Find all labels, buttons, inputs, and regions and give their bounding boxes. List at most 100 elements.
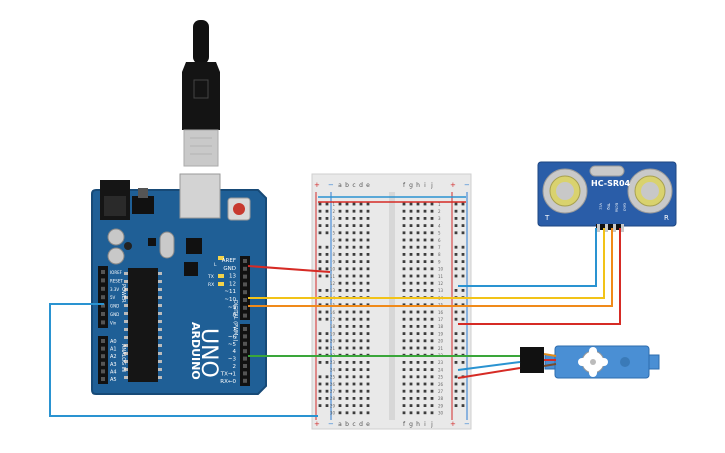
rail-hole[interactable]: [325, 389, 329, 393]
breadboard-hole[interactable]: [416, 253, 420, 256]
breadboard-hole[interactable]: [359, 317, 363, 321]
breadboard-hole[interactable]: [409, 404, 413, 407]
breadboard-hole[interactable]: [345, 411, 349, 415]
breadboard-hole[interactable]: [338, 368, 342, 371]
rail-hole[interactable]: [325, 303, 329, 307]
breadboard-hole[interactable]: [430, 209, 434, 213]
wire-5v-blue[interactable]: [49, 303, 318, 417]
rail-hole[interactable]: [461, 267, 465, 271]
breadboard-hole[interactable]: [430, 346, 434, 350]
breadboard-hole[interactable]: [423, 289, 427, 292]
breadboard-hole[interactable]: [352, 245, 356, 249]
rail-hole[interactable]: [461, 404, 465, 407]
breadboard-hole[interactable]: [409, 310, 413, 314]
breadboard-hole[interactable]: [338, 332, 342, 335]
breadboard-hole[interactable]: [338, 224, 342, 227]
breadboard-hole[interactable]: [430, 260, 434, 263]
breadboard-hole[interactable]: [423, 303, 427, 307]
breadboard-hole[interactable]: [423, 238, 427, 242]
breadboard-hole[interactable]: [430, 389, 434, 393]
rail-hole[interactable]: [325, 289, 329, 292]
breadboard-hole[interactable]: [366, 397, 370, 400]
breadboard-hole[interactable]: [402, 317, 406, 321]
breadboard-hole[interactable]: [416, 303, 420, 307]
breadboard-hole[interactable]: [423, 397, 427, 400]
breadboard-hole[interactable]: [366, 317, 370, 321]
rail-hole[interactable]: [461, 202, 465, 206]
breadboard-hole[interactable]: [345, 202, 349, 206]
breadboard-hole[interactable]: [430, 361, 434, 364]
breadboard-hole[interactable]: [416, 289, 420, 292]
breadboard-hole[interactable]: [345, 303, 349, 307]
rail-hole[interactable]: [461, 245, 465, 249]
rail-hole[interactable]: [461, 397, 465, 400]
breadboard-hole[interactable]: [416, 209, 420, 213]
breadboard-hole[interactable]: [430, 231, 434, 235]
breadboard-hole[interactable]: [366, 202, 370, 206]
breadboard-hole[interactable]: [402, 245, 406, 249]
breadboard-hole[interactable]: [366, 231, 370, 235]
breadboard-hole[interactable]: [416, 411, 420, 415]
rail-hole[interactable]: [318, 303, 322, 307]
breadboard-hole[interactable]: [352, 289, 356, 292]
breadboard-hole[interactable]: [430, 281, 434, 285]
breadboard-hole[interactable]: [402, 368, 406, 371]
breadboard-hole[interactable]: [402, 281, 406, 285]
wire-sensor-vcc-blue[interactable]: [458, 228, 597, 287]
breadboard-hole[interactable]: [359, 375, 363, 379]
breadboard-hole[interactable]: [345, 260, 349, 263]
breadboard-hole[interactable]: [430, 382, 434, 386]
breadboard-hole[interactable]: [352, 209, 356, 213]
breadboard-hole[interactable]: [402, 310, 406, 314]
breadboard-hole[interactable]: [359, 404, 363, 407]
rail-hole[interactable]: [325, 217, 329, 220]
rail-hole[interactable]: [318, 217, 322, 220]
usb-cable[interactable]: [182, 20, 220, 167]
breadboard-hole[interactable]: [423, 281, 427, 285]
breadboard-hole[interactable]: [416, 238, 420, 242]
breadboard-hole[interactable]: [430, 303, 434, 307]
rail-hole[interactable]: [461, 260, 465, 263]
breadboard-hole[interactable]: [338, 281, 342, 285]
breadboard-hole[interactable]: [430, 245, 434, 249]
breadboard-hole[interactable]: [338, 375, 342, 379]
breadboard-hole[interactable]: [338, 361, 342, 364]
breadboard-hole[interactable]: [430, 310, 434, 314]
breadboard-hole[interactable]: [352, 382, 356, 386]
breadboard-hole[interactable]: [366, 411, 370, 415]
rail-hole[interactable]: [325, 339, 329, 343]
breadboard-hole[interactable]: [409, 238, 413, 242]
breadboard-hole[interactable]: [430, 253, 434, 256]
breadboard-hole[interactable]: [423, 389, 427, 393]
sensor-pin[interactable]: [597, 224, 600, 232]
breadboard-hole[interactable]: [402, 238, 406, 242]
breadboard-hole[interactable]: [430, 289, 434, 292]
breadboard-hole[interactable]: [338, 238, 342, 242]
breadboard-hole[interactable]: [352, 325, 356, 328]
breadboard-hole[interactable]: [352, 332, 356, 335]
breadboard-hole[interactable]: [338, 339, 342, 343]
breadboard-hole[interactable]: [416, 224, 420, 227]
rail-hole[interactable]: [318, 267, 322, 271]
breadboard-hole[interactable]: [352, 217, 356, 220]
breadboard-hole[interactable]: [409, 267, 413, 271]
rail-hole[interactable]: [318, 397, 322, 400]
breadboard-hole[interactable]: [338, 404, 342, 407]
wire-gnd-red[interactable]: [247, 265, 331, 273]
breadboard-hole[interactable]: [345, 397, 349, 400]
breadboard-hole[interactable]: [416, 375, 420, 379]
breadboard-hole[interactable]: [430, 332, 434, 335]
breadboard-hole[interactable]: [366, 389, 370, 393]
sensor-pin[interactable]: [605, 224, 608, 232]
breadboard-hole[interactable]: [402, 224, 406, 227]
breadboard-hole[interactable]: [402, 339, 406, 343]
rail-hole[interactable]: [454, 404, 458, 407]
breadboard-hole[interactable]: [345, 368, 349, 371]
rail-hole[interactable]: [454, 382, 458, 386]
breadboard-hole[interactable]: [366, 209, 370, 213]
breadboard-hole[interactable]: [359, 231, 363, 235]
rail-hole[interactable]: [454, 346, 458, 350]
breadboard-hole[interactable]: [366, 289, 370, 292]
breadboard-hole[interactable]: [402, 397, 406, 400]
rail-hole[interactable]: [325, 346, 329, 350]
